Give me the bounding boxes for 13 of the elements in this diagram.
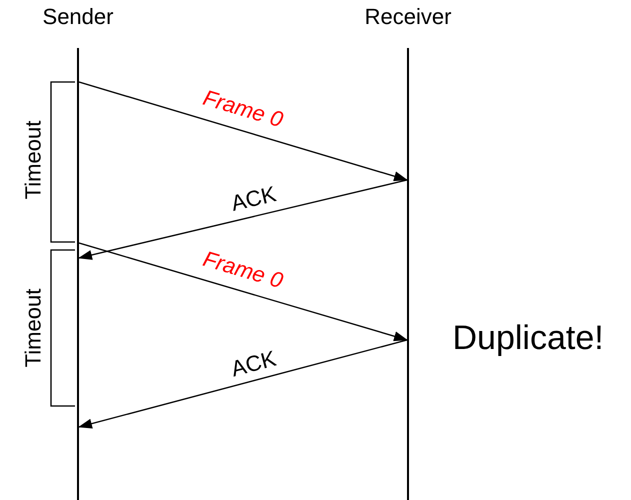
message-arrow [78, 242, 408, 342]
edge-label: ACK [228, 181, 278, 217]
message-arrow [78, 179, 408, 260]
participant-label: Receiver [364, 4, 452, 30]
bracket-label: Timeout [20, 288, 46, 368]
participant-label: Sender [42, 4, 114, 30]
edge-label: ACK [228, 345, 278, 382]
edge-label: Frame 0 [200, 245, 286, 294]
note-text: Duplicate! [452, 318, 604, 358]
bracket-label: Timeout [20, 120, 46, 200]
message-arrow [78, 339, 408, 428]
message-arrow [78, 81, 408, 182]
edge-label: Frame 0 [200, 84, 286, 134]
